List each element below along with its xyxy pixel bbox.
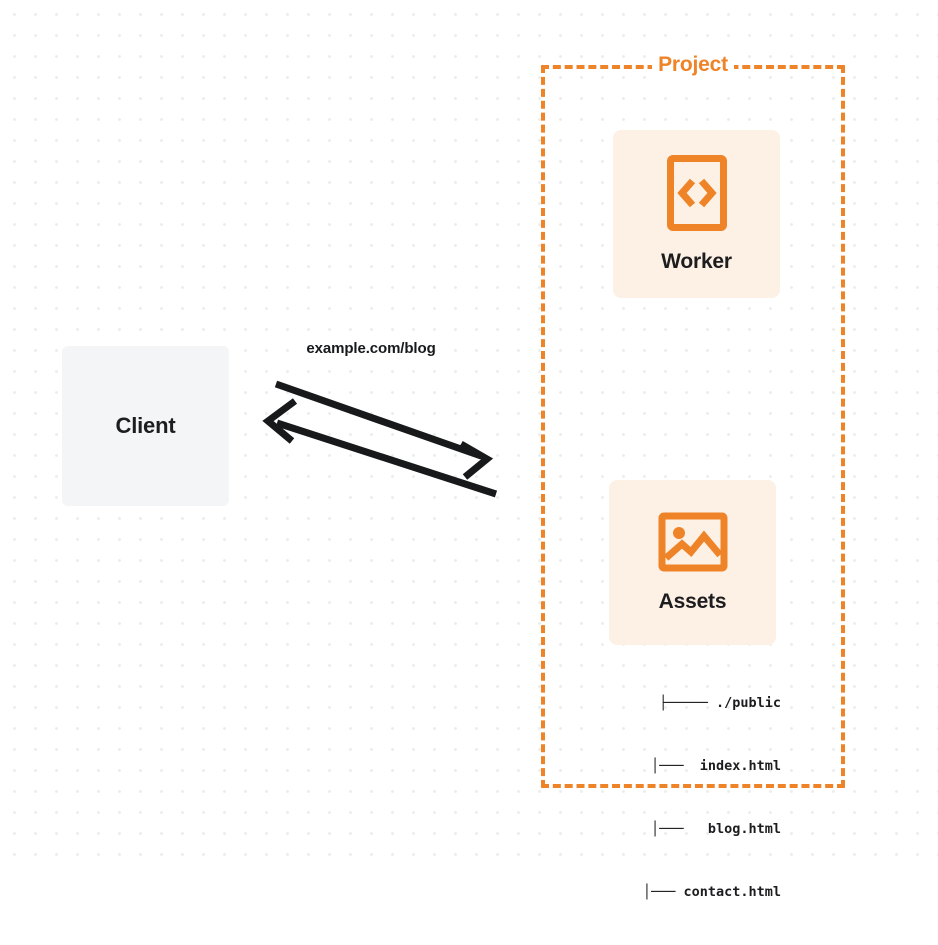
- project-title-text: Project: [652, 50, 734, 80]
- client-node-label: Client: [115, 413, 176, 438]
- code-brackets-icon: [666, 154, 728, 232]
- worker-card[interactable]: Worker: [613, 130, 780, 298]
- assets-card[interactable]: Assets: [609, 480, 776, 645]
- file-tree-row: │─── blog.html: [634, 821, 781, 837]
- assets-card-label: Assets: [658, 589, 727, 613]
- project-title: Project: [541, 50, 845, 80]
- diagram-canvas: Client example.com/blog Project Worker: [0, 0, 938, 900]
- assets-file-tree: ├───── ./public │─── index.html │─── blo…: [575, 651, 781, 945]
- response-arrow-project-to-client: [262, 398, 498, 498]
- edge-label: example.com/blog: [281, 340, 461, 357]
- edge-label-text: example.com/blog: [306, 340, 436, 357]
- worker-card-label: Worker: [661, 250, 732, 273]
- client-node[interactable]: Client: [62, 346, 229, 506]
- file-tree-row: │─── contact.html: [626, 884, 781, 900]
- image-picture-icon: [658, 512, 728, 572]
- request-arrow-client-to-project: [274, 380, 494, 480]
- file-tree-row: ├───── ./public: [659, 695, 781, 711]
- file-tree-row: │─── index.html: [634, 758, 781, 774]
